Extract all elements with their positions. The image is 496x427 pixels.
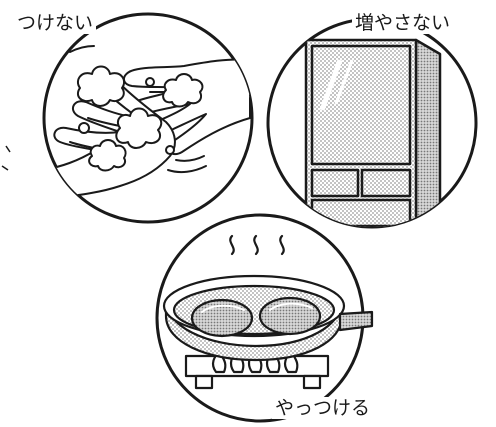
wash-label: つけない xyxy=(14,12,97,34)
refrigerator-icon xyxy=(304,38,442,227)
cooking-panel xyxy=(155,213,374,423)
hand-washing-icon xyxy=(44,45,251,201)
refrigerator-panel xyxy=(266,17,478,229)
hand-washing-panel xyxy=(42,12,254,224)
decorative-marks xyxy=(1,145,11,171)
refrigerator-label: 増やさない xyxy=(352,12,454,34)
frying-pan-icon xyxy=(162,234,374,390)
cooking-label: やっつける xyxy=(272,397,374,419)
